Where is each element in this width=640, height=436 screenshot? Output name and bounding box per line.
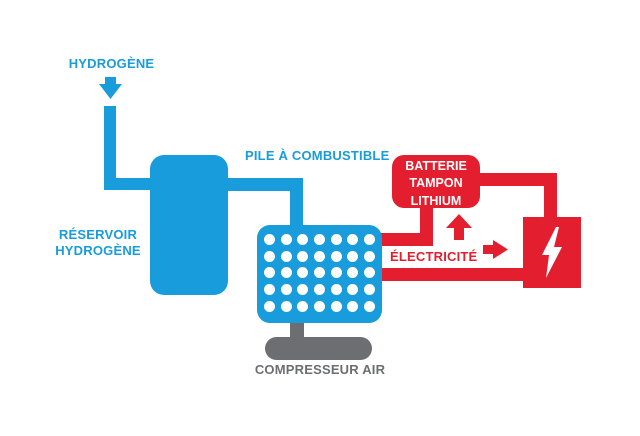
pipe-tank-to-cell-horizontal bbox=[226, 178, 302, 191]
fuel-cell-dot bbox=[330, 300, 342, 312]
reservoir-tank bbox=[150, 155, 228, 295]
fuel-cell-dot bbox=[364, 267, 376, 279]
fuel-cell-dot bbox=[330, 250, 342, 262]
fuel-cell-dot bbox=[364, 300, 376, 312]
fuel-cell bbox=[257, 225, 382, 323]
arrow-down-icon bbox=[99, 77, 122, 99]
pipe-cell-to-battery-vertical bbox=[420, 208, 433, 246]
load-box bbox=[523, 217, 581, 288]
fuel-cell-dot bbox=[364, 250, 376, 262]
pipe-cell-to-load bbox=[378, 268, 523, 281]
fuel-cell-dot bbox=[347, 284, 359, 296]
fuel-cell-dot bbox=[264, 284, 275, 296]
lightning-bolt-icon bbox=[542, 227, 562, 278]
fuel-cell-dot bbox=[297, 300, 309, 312]
fuel-cell-dot bbox=[264, 267, 275, 279]
fuel-cell-dot bbox=[364, 284, 376, 296]
fuel-cell-dot bbox=[314, 250, 326, 262]
fuel-cell-dot-grid bbox=[264, 234, 376, 312]
fuel-cell-dot bbox=[330, 267, 342, 279]
compressor-stand-stem bbox=[290, 322, 304, 339]
fuel-cell-dot bbox=[297, 267, 309, 279]
fuel-cell-dot bbox=[280, 250, 292, 262]
electricity-label: ÉLECTRICITÉ bbox=[390, 249, 478, 264]
pipe-battery-to-load-horizontal bbox=[480, 173, 557, 186]
fuel-cell-dot bbox=[264, 234, 275, 245]
fuel-cell-dot bbox=[297, 234, 309, 245]
battery-label-line2: TAMPON bbox=[409, 176, 463, 191]
fuel-cell-dot bbox=[264, 250, 275, 262]
fuel-cell-dot bbox=[330, 284, 342, 296]
fuel-cell-dot bbox=[264, 300, 275, 312]
arrow-up-icon bbox=[446, 214, 472, 240]
pipe-hydrogen-vertical bbox=[104, 106, 116, 190]
pipe-cell-to-battery-horizontal bbox=[378, 233, 433, 246]
compressor-base bbox=[265, 337, 372, 360]
fuel-cell-dot bbox=[314, 267, 326, 279]
fuel-cell-dot bbox=[314, 284, 326, 296]
fuel-cell-dot bbox=[280, 300, 292, 312]
battery-label-line1: BATTERIE bbox=[405, 159, 467, 173]
reservoir-label-line2: HYDROGÈNE bbox=[55, 243, 141, 258]
arrow-right-icon bbox=[483, 240, 508, 259]
fuel-cell-dot bbox=[347, 267, 359, 279]
battery-label-line3: LITHIUM bbox=[410, 193, 462, 208]
fuel-cell-dot bbox=[347, 234, 359, 245]
pipe-tank-to-cell-vertical bbox=[290, 178, 303, 228]
hydrogen-label: HYDROGÈNE bbox=[68, 56, 155, 71]
reservoir-label: RÉSERVOIR HYDROGÈNE bbox=[46, 227, 150, 259]
compressor-label: COMPRESSEUR AIR bbox=[254, 362, 386, 377]
pipe-hydrogen-horizontal bbox=[104, 178, 154, 190]
reservoir-label-line1: RÉSERVOIR bbox=[58, 227, 138, 242]
fuel-cell-dot bbox=[347, 250, 359, 262]
pipe-battery-to-load-vertical bbox=[544, 173, 557, 219]
fuel-cell-dot bbox=[280, 267, 292, 279]
fuel-cell-dot bbox=[297, 284, 309, 296]
fuel-cell-dot bbox=[347, 300, 359, 312]
fuel-cell-dot bbox=[280, 234, 292, 245]
fuel-cell-dot bbox=[280, 284, 292, 296]
fuel-cell-dot bbox=[364, 234, 376, 245]
fuel-cell-dot bbox=[330, 234, 342, 245]
fuel-cell-label: PILE À COMBUSTIBLE bbox=[245, 148, 390, 163]
fuel-cell-dot bbox=[314, 300, 326, 312]
battery-box: BATTERIE TAMPON LITHIUM bbox=[392, 155, 480, 208]
fuel-cell-dot bbox=[314, 234, 326, 245]
fuel-cell-dot bbox=[297, 250, 309, 262]
